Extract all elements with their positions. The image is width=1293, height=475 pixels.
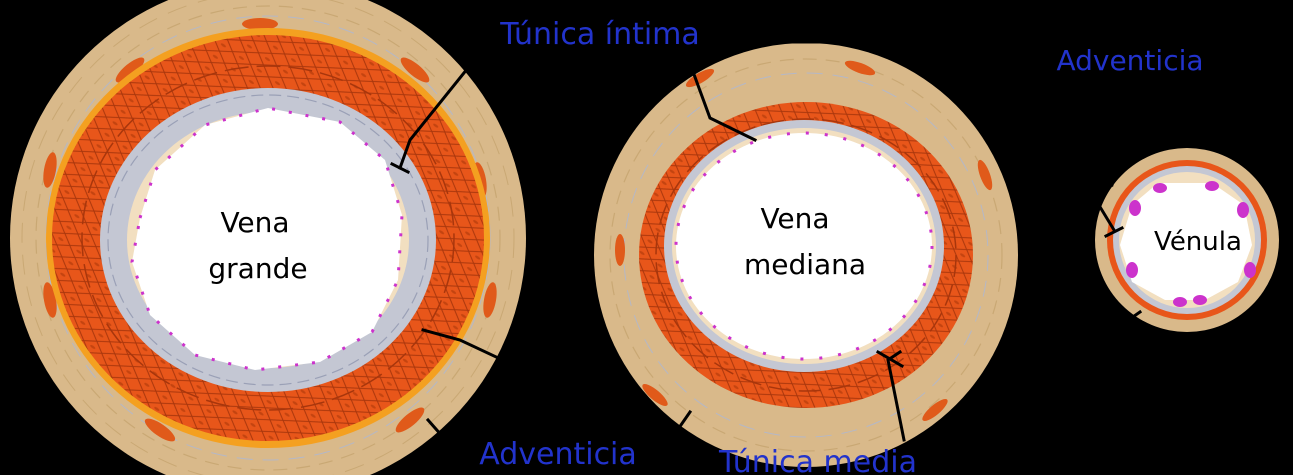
adventicia-bottom-label: Adventicia — [479, 437, 637, 472]
tunica-media-label: Túnica media — [718, 445, 917, 475]
large-vein-label-line2: grande — [208, 252, 307, 285]
large-vein: Vena grande — [10, 0, 526, 475]
large-vein-label-line1: Vena — [220, 206, 289, 239]
tunica-intima-label: Túnica íntima — [499, 17, 700, 52]
medium-vein-label-line2: mediana — [744, 248, 866, 281]
adventicia-top-label: Adventicia — [1056, 44, 1203, 77]
medium-vein-label-line1: Vena — [760, 202, 829, 235]
medium-vein: Vena mediana — [594, 43, 1018, 467]
venule-label: Vénula — [1154, 227, 1242, 257]
venule: Vénula — [1095, 148, 1279, 332]
